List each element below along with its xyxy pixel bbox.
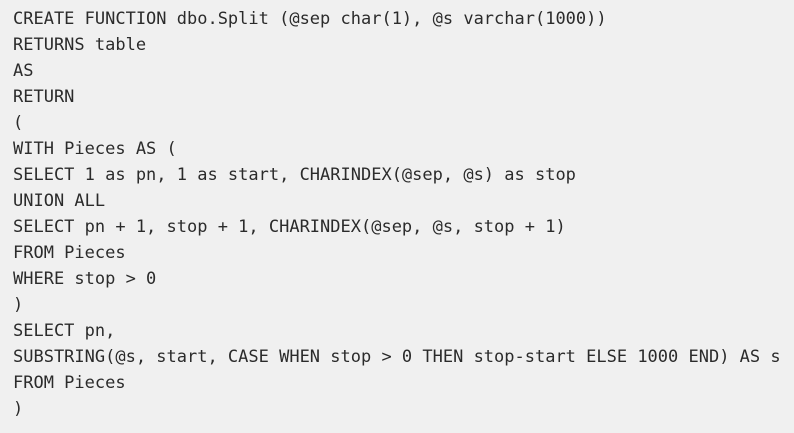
code-line: SELECT pn, — [13, 321, 116, 341]
code-line: ) — [13, 399, 24, 419]
code-line: SUBSTRING(@s, start, CASE WHEN stop > 0 … — [13, 347, 781, 367]
code-line: FROM Pieces — [13, 243, 126, 263]
code-line: RETURNS table — [13, 35, 147, 55]
code-line: AS — [13, 61, 34, 81]
code-line: WHERE stop > 0 — [13, 269, 157, 289]
code-line: ( — [13, 113, 24, 133]
code-line: WITH Pieces AS ( — [13, 139, 177, 159]
code-line: SELECT 1 as pn, 1 as start, CHARINDEX(@s… — [13, 165, 576, 185]
code-line: FROM Pieces — [13, 373, 126, 393]
code-line: ) — [13, 295, 24, 315]
code-line: CREATE FUNCTION dbo.Split (@sep char(1),… — [13, 9, 607, 29]
code-line: UNION ALL — [13, 191, 106, 211]
code-line: SELECT pn + 1, stop + 1, CHARINDEX(@sep,… — [13, 217, 566, 237]
code-line: RETURN — [13, 87, 75, 107]
